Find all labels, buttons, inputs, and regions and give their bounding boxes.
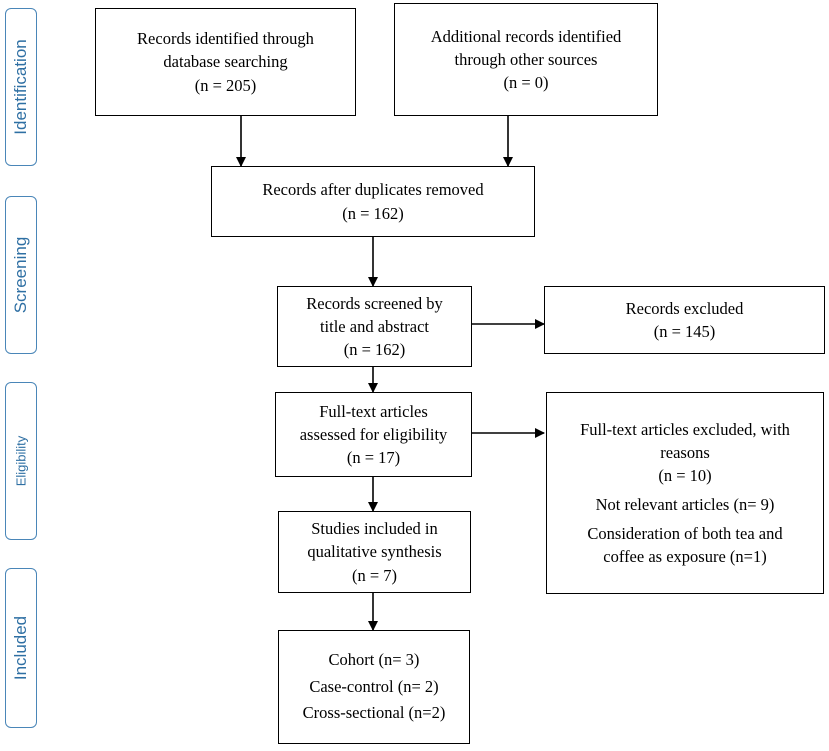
reason-not-relevant: Not relevant articles (n= 9) [595, 495, 775, 514]
excluded-line1: Records excluded [625, 298, 744, 318]
other-sources-line2: through other sources [454, 49, 598, 69]
screened-line2: title and abstract [319, 316, 430, 336]
fulltext-line2: assessed for eligibility [299, 424, 448, 444]
fulltext-count: (n = 17) [346, 448, 401, 468]
box-qualitative-synthesis: Studies included in qualitative synthesi… [278, 511, 471, 593]
design-cross-sectional: Cross-sectional (n=2) [302, 703, 446, 723]
fulltext-line1: Full-text articles [319, 401, 428, 421]
db-search-line1: Records identified through [137, 29, 314, 49]
phase-screening: Screening [5, 196, 37, 354]
box-database-search: Records identified through database sear… [95, 8, 356, 116]
fulltext-excluded-count: (n = 10) [658, 465, 712, 485]
reason-tea-coffee-line2: coffee as exposure (n=1) [603, 547, 767, 567]
other-sources-count: (n = 0) [503, 73, 549, 93]
other-sources-line1: Additional records identified [430, 26, 622, 46]
box-duplicates-removed: Records after duplicates removed (n = 16… [211, 166, 535, 237]
reason-tea-coffee-line1: Consideration of both tea and [587, 524, 783, 544]
excluded-count: (n = 145) [653, 322, 716, 341]
screened-line1: Records screened by [306, 293, 443, 313]
phase-eligibility: Eligibility [5, 382, 37, 540]
box-fulltext-excluded: Full-text articles excluded, with reason… [546, 392, 824, 594]
box-records-screened: Records screened by title and abstract (… [277, 286, 472, 367]
fulltext-excluded-line1: Full-text articles excluded, with [580, 419, 790, 439]
db-search-count: (n = 205) [194, 75, 257, 95]
box-other-sources: Additional records identified through ot… [394, 3, 658, 116]
box-records-excluded: Records excluded (n = 145) [544, 286, 825, 354]
qualitative-count: (n = 7) [351, 565, 398, 585]
duplicates-removed-line1: Records after duplicates removed [262, 180, 484, 200]
phase-identification: Identification [5, 8, 37, 166]
box-study-designs: Cohort (n= 3) Case-control (n= 2) Cross-… [278, 630, 470, 744]
phase-included: Included [5, 568, 37, 728]
duplicates-removed-count: (n = 162) [342, 203, 404, 223]
qualitative-line2: qualitative synthesis [307, 542, 442, 562]
fulltext-excluded-line2: reasons [660, 442, 710, 462]
design-cohort: Cohort (n= 3) [328, 650, 420, 670]
box-fulltext-assessed: Full-text articles assessed for eligibil… [275, 392, 472, 477]
design-case-control: Case-control (n= 2) [309, 676, 439, 696]
db-search-line2: database searching [163, 52, 288, 72]
screened-count: (n = 162) [343, 340, 406, 360]
qualitative-line1: Studies included in [311, 519, 438, 539]
